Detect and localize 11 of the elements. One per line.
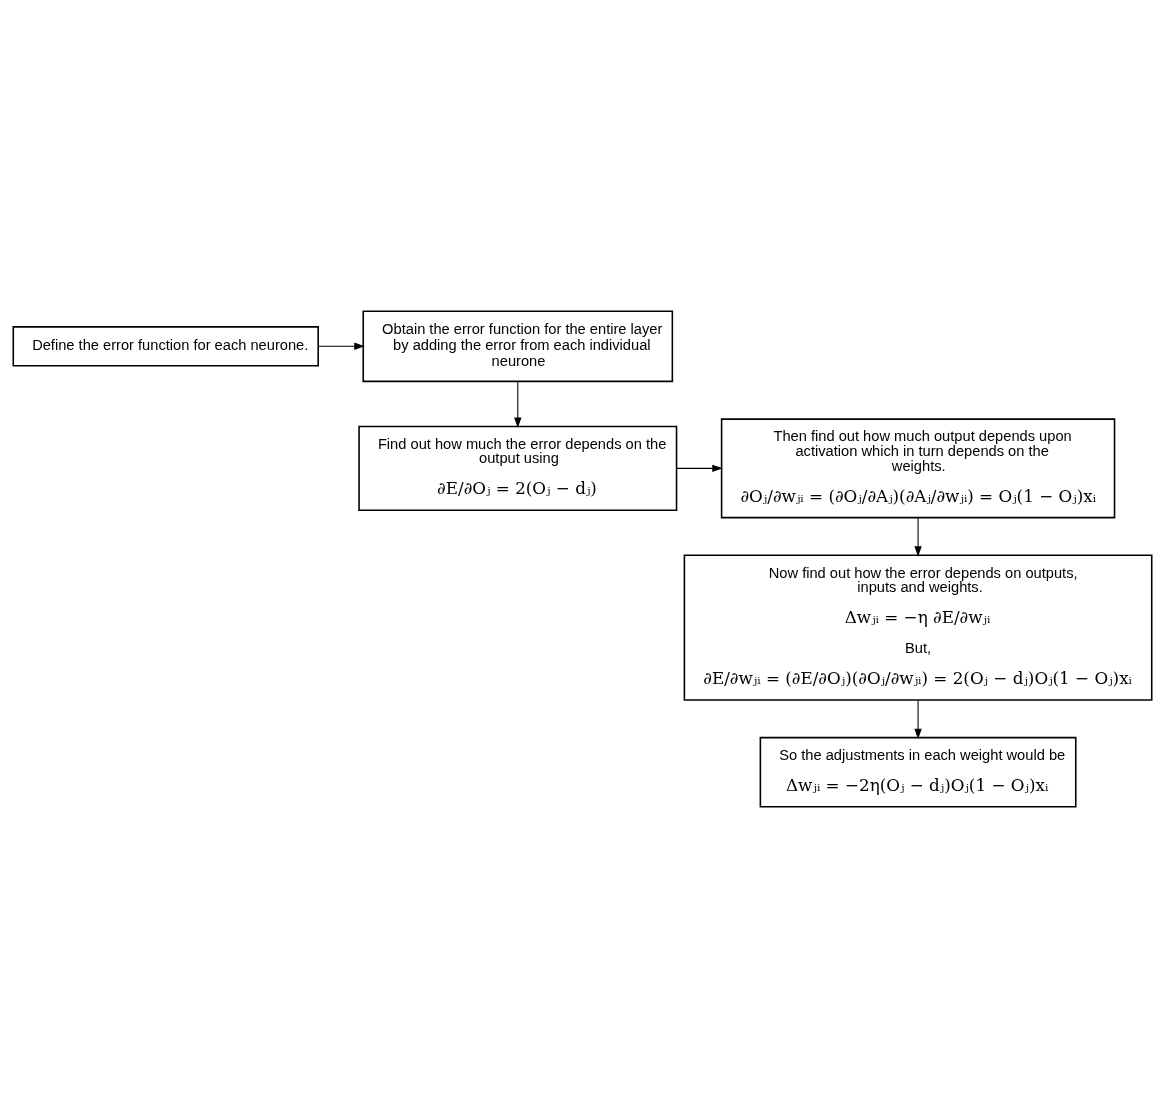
arrow [914, 516, 922, 557]
node-box: Obtain the error function for the entire layer by adding the error from each individual neurone [362, 309, 674, 382]
arrow [676, 464, 723, 472]
arrow [914, 699, 922, 739]
arrow [317, 342, 365, 350]
node-box: Then find out how much output depends upon activation which in turn depends on the weights. ∂Oⱼ/∂wⱼᵢ = (∂Oⱼ/∂Aⱼ)(∂Aⱼ/∂wⱼᵢ) = Oⱼ(1 − Oⱼ)xᵢ [720, 417, 1116, 518]
arrow [514, 380, 522, 428]
node-box: Find out how much the error depends on the output using ∂E/∂Oⱼ = 2(Oⱼ − dⱼ) [358, 425, 678, 511]
node-box: So the adjustments in each weight would be Δwⱼᵢ = −2η(Oⱼ − dⱼ)Oⱼ(1 − Oⱼ)xᵢ [759, 736, 1077, 808]
node-box: Now find out how the error depends on outputs, inputs and weights. Δwⱼᵢ = −η ∂E/∂wⱼᵢ But, ∂E/∂wⱼᵢ = (∂E/∂Oⱼ)(∂Oⱼ/∂wⱼᵢ) = 2(Oⱼ − dⱼ)Oⱼ(1 − Oⱼ)xᵢ [683, 554, 1153, 701]
node-box: Define the error function for each neurone. [12, 325, 319, 366]
